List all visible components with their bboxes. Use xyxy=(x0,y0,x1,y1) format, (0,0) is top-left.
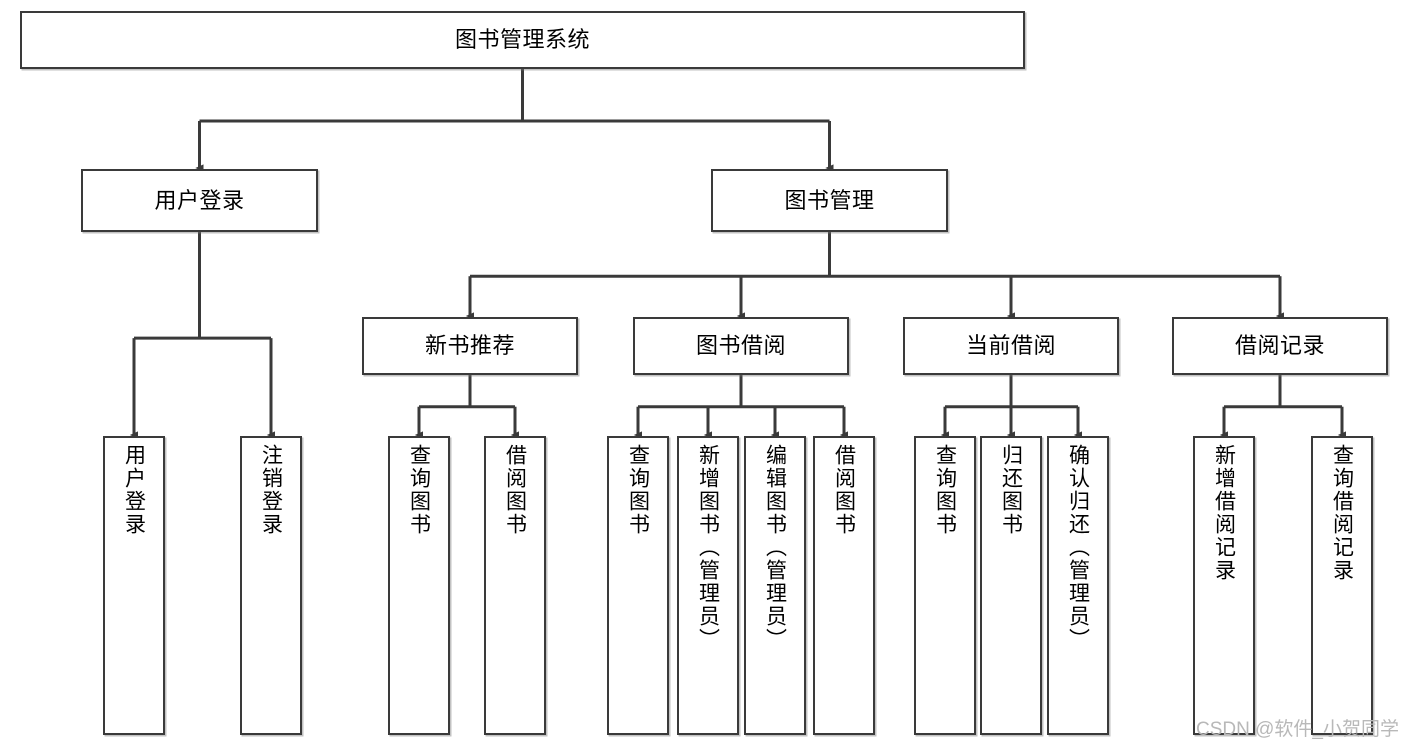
node-label: 图书管理 xyxy=(784,187,875,213)
node-root-book-system[interactable]: 图书管理系统 xyxy=(20,11,1025,69)
node-label: 归还图书 xyxy=(999,444,1023,536)
node-label: 借阅图书 xyxy=(832,444,856,536)
csdn-watermark: CSDN @软件_小贺同学 xyxy=(1196,719,1399,740)
node-book-manage[interactable]: 图书管理 xyxy=(711,169,948,232)
node-label: 查询图书 xyxy=(933,444,957,536)
node-label: 注销登录 xyxy=(259,444,283,536)
node-leaf-borrow-book-1[interactable]: 借阅图书 xyxy=(484,436,546,735)
node-book-borrow[interactable]: 图书借阅 xyxy=(633,317,849,375)
node-borrow-record[interactable]: 借阅记录 xyxy=(1172,317,1388,375)
node-label: 新增借阅记录 xyxy=(1212,444,1236,582)
node-label: 确认归还（管理员） xyxy=(1066,444,1090,651)
node-leaf-confirm-return[interactable]: 确认归还（管理员） xyxy=(1047,436,1109,735)
node-leaf-add-record[interactable]: 新增借阅记录 xyxy=(1193,436,1255,735)
node-label: 新增图书（管理员） xyxy=(696,444,720,651)
node-label: 用户登录 xyxy=(122,444,146,536)
node-leaf-return-book[interactable]: 归还图书 xyxy=(980,436,1042,735)
node-leaf-logout[interactable]: 注销登录 xyxy=(240,436,302,735)
connector-paths xyxy=(129,69,1347,439)
node-user-login[interactable]: 用户登录 xyxy=(81,169,318,232)
node-label: 新书推荐 xyxy=(424,333,515,359)
node-leaf-borrow-book-2[interactable]: 借阅图书 xyxy=(813,436,875,735)
node-label: 图书管理系统 xyxy=(454,27,590,53)
node-label: 查询图书 xyxy=(626,444,650,536)
node-label: 当前借阅 xyxy=(965,333,1056,359)
node-leaf-edit-book[interactable]: 编辑图书（管理员） xyxy=(744,436,806,735)
node-label: 查询图书 xyxy=(407,444,431,536)
node-label: 编辑图书（管理员） xyxy=(763,444,787,651)
node-label: 借阅记录 xyxy=(1234,333,1325,359)
node-new-book-recommend[interactable]: 新书推荐 xyxy=(362,317,578,375)
node-label: 查询借阅记录 xyxy=(1330,444,1354,582)
node-current-borrow[interactable]: 当前借阅 xyxy=(903,317,1119,375)
node-leaf-user-login[interactable]: 用户登录 xyxy=(103,436,165,735)
node-label: 图书借阅 xyxy=(695,333,786,359)
node-leaf-query-book-1[interactable]: 查询图书 xyxy=(388,436,450,735)
node-label: 借阅图书 xyxy=(503,444,527,536)
node-leaf-add-book[interactable]: 新增图书（管理员） xyxy=(677,436,739,735)
node-leaf-query-book-2[interactable]: 查询图书 xyxy=(607,436,669,735)
node-leaf-query-record[interactable]: 查询借阅记录 xyxy=(1311,436,1373,735)
node-leaf-query-book-3[interactable]: 查询图书 xyxy=(914,436,976,735)
node-label: 用户登录 xyxy=(154,187,245,213)
